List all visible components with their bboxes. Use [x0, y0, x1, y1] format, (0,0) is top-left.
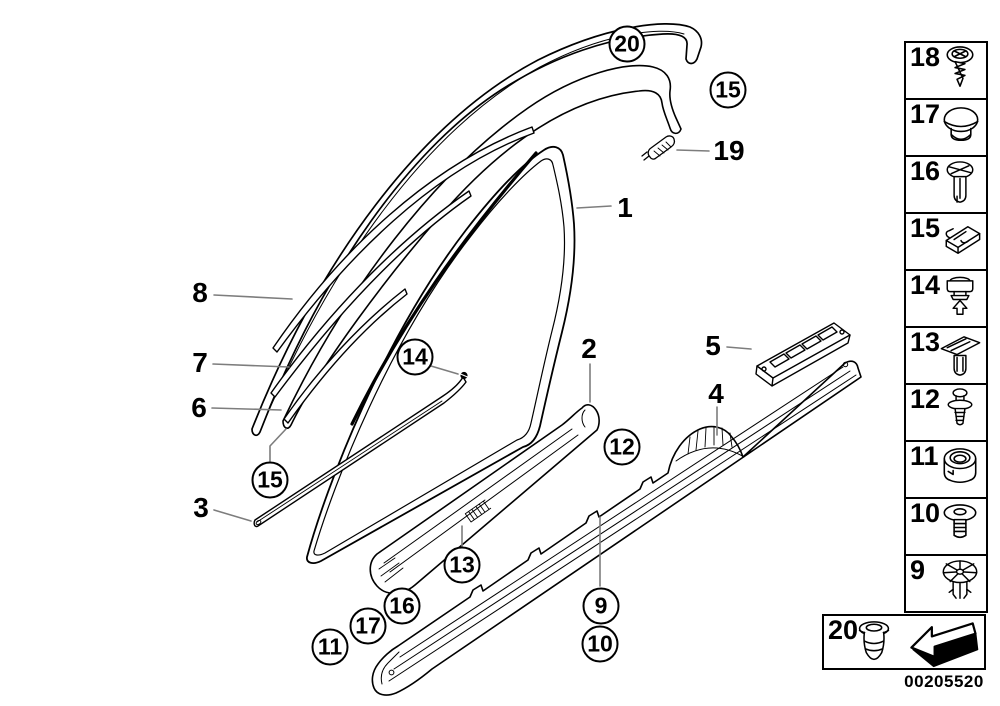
legend-item-13[interactable]: 13 [906, 326, 986, 383]
spring-nut-icon [942, 560, 978, 599]
document-number: 00205520 [904, 672, 984, 691]
legend-item-number: 14 [910, 270, 941, 300]
callout-7[interactable]: 7 [192, 347, 208, 378]
callout-4[interactable]: 4 [708, 378, 724, 409]
legend-item-20[interactable]: 20 [822, 614, 903, 670]
callout-11-circled[interactable]: 11 [311, 628, 349, 666]
legend-item-number: 20 [828, 615, 859, 645]
back-arrow-button[interactable] [901, 614, 986, 670]
phillips-screw-icon [946, 46, 974, 87]
legend-item-17[interactable]: 17 [906, 98, 986, 155]
callout-16-circled[interactable]: 16 [383, 587, 421, 625]
legend-item-16[interactable]: 16 [906, 155, 986, 212]
callout-10-circled[interactable]: 10 [581, 625, 619, 663]
legend-item-number: 18 [910, 42, 941, 72]
legend-item-number: 13 [910, 327, 941, 357]
legend-item-15[interactable]: 15 [906, 212, 986, 269]
legend-item-number: 9 [910, 555, 926, 585]
legend-item-number: 12 [910, 384, 941, 414]
mounting-rail-bracket [755, 322, 851, 387]
blind-plug-icon [943, 107, 979, 142]
washer-screw-icon [943, 504, 977, 539]
legend-item-number: 15 [910, 213, 941, 243]
callout-1[interactable]: 1 [617, 192, 633, 223]
pillar-strip-6 [283, 288, 408, 424]
pillar-strip-8 [272, 126, 535, 353]
callout-9-circled[interactable]: 9 [582, 587, 620, 625]
fastener-legend: 18 17 16 [904, 41, 988, 613]
callout-19[interactable]: 19 [713, 135, 745, 166]
legend-item-10[interactable]: 10 [906, 497, 986, 554]
callout-20-circled[interactable]: 20 [608, 25, 646, 63]
rocker-panel [371, 360, 862, 696]
sill-strip-3 [253, 376, 467, 528]
legend-item-number: 17 [910, 99, 941, 129]
legend-item-11[interactable]: 11 [906, 440, 986, 497]
expanding-rivet-icon [946, 161, 974, 203]
callout-14-circled[interactable]: 14 [396, 338, 434, 376]
callout-17-circled[interactable]: 17 [349, 607, 387, 645]
legend-item-number: 10 [910, 498, 941, 528]
callout-12-circled[interactable]: 12 [603, 428, 641, 466]
sill-inscription [464, 499, 492, 523]
legend-item-9[interactable]: 9 [906, 554, 986, 611]
callout-13-circled[interactable]: 13 [443, 546, 481, 584]
legend-item-14[interactable]: 14 [906, 269, 986, 326]
body-clip-icon [946, 276, 974, 315]
clip-19 [641, 135, 676, 161]
callout-3[interactable]: 3 [193, 492, 209, 523]
callout-2[interactable]: 2 [581, 333, 597, 364]
trim-clip-icon [940, 336, 981, 376]
clamp-icon [945, 226, 981, 255]
legend-item-number: 16 [910, 156, 941, 186]
legend-item-12[interactable]: 12 [906, 383, 986, 440]
back-arrow-icon [910, 622, 979, 668]
pin-rivet-icon [947, 388, 973, 426]
leader-lines [211, 149, 752, 587]
pillar-strip-7 [270, 190, 472, 398]
callout-15-circled-top[interactable]: 15 [709, 71, 747, 109]
callout-15-circled-left[interactable]: 15 [251, 461, 289, 499]
legend-item-number: 11 [910, 441, 939, 471]
legend-item-18[interactable]: 18 [906, 43, 986, 98]
roof-molding-lower [282, 64, 682, 429]
grommet-icon [858, 621, 890, 661]
callout-8[interactable]: 8 [192, 277, 208, 308]
callout-6[interactable]: 6 [191, 392, 207, 423]
grommet-nut-icon [943, 448, 977, 484]
clip-14-marker [459, 371, 469, 380]
door-aperture-seal [306, 145, 576, 564]
callout-5[interactable]: 5 [705, 330, 721, 361]
